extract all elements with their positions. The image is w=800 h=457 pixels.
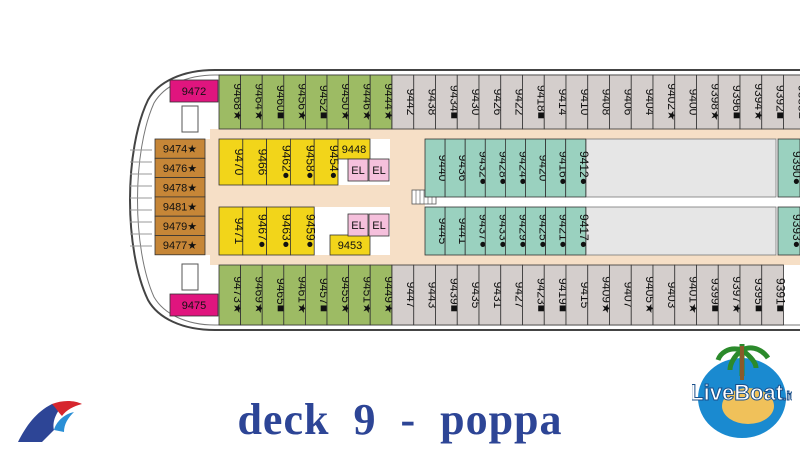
cabin-number: 9417● — [577, 214, 591, 248]
elevator-label: EL — [372, 220, 385, 232]
cabin-number: 9453 — [338, 240, 362, 252]
corner-cabins: 9472 9475 — [169, 79, 219, 317]
cabin-number: 9471 — [232, 218, 246, 245]
svg-text:LiveBoat.it: LiveBoat.it — [692, 380, 792, 405]
cabin-number: 9412● — [577, 151, 591, 185]
elevator — [347, 213, 369, 237]
elevators: EL EL EL EL — [347, 158, 390, 237]
cabin-number: 9388■ — [795, 85, 800, 119]
hull-outline — [129, 69, 800, 331]
corner-cabin[interactable] — [169, 293, 219, 317]
cabin-number: 9479★ — [163, 221, 197, 233]
corner-cabin[interactable] — [169, 79, 219, 103]
aft-corridor — [205, 139, 219, 255]
cabin-number: 9393● — [790, 214, 800, 248]
cabin-number: 9474★ — [163, 144, 197, 156]
cabin-number: 9470 — [232, 149, 246, 176]
liveboat-logo: LiveBoat.it — [692, 344, 792, 438]
cabin-number: 9472 — [182, 86, 206, 98]
cabin-number: 9478★ — [163, 182, 197, 194]
interior-cabin[interactable] — [777, 138, 800, 198]
elevator — [368, 158, 390, 182]
cabin-number: 9476★ — [163, 163, 197, 175]
cabin-number: 9391■ — [774, 278, 788, 312]
lower-corridor — [210, 255, 800, 265]
elevator — [347, 158, 369, 182]
elevator-label: EL — [351, 220, 364, 232]
mid-corridor — [219, 185, 390, 207]
logo-suffix: .it — [783, 389, 792, 403]
interior-cabin[interactable] — [313, 138, 339, 186]
cabin-number: 9477★ — [163, 240, 197, 252]
cabin-number: 9458● — [303, 145, 317, 179]
cabin-number: 9390● — [790, 151, 800, 185]
balcony-stateroom-cabin[interactable] — [761, 264, 784, 326]
interior-cabin[interactable] — [289, 206, 315, 256]
interior-cabin[interactable] — [777, 206, 800, 256]
carnival-funnel-logo — [18, 401, 82, 442]
interior-cabin[interactable] — [565, 206, 587, 256]
hull-stripes — [130, 149, 152, 247]
cabin-number: 9481★ — [163, 202, 197, 214]
service-area-upper — [585, 138, 777, 198]
balcony-stateroom-cabin[interactable] — [783, 74, 800, 130]
elevator — [368, 213, 390, 237]
aft-deck-box — [181, 263, 199, 291]
cabin-number: 9475 — [182, 300, 206, 312]
interior-cabin[interactable] — [565, 138, 587, 198]
service-area-lower — [585, 206, 777, 256]
aft-deck-box — [181, 105, 199, 133]
aft-suites: 9474★ 9476★ 9478★ 9481★ 9479★ 9477★ — [154, 138, 206, 256]
elevator-label: EL — [351, 165, 364, 177]
bottom-balcony-suites: 9473★9469★9465■9461★9457■9455★9451★9449★ — [218, 264, 396, 326]
cabin-number: 9448 — [342, 144, 366, 156]
logo-brand: LiveBoat — [692, 380, 784, 405]
upper-corridor — [210, 129, 800, 139]
top-balcony-suites: 9468★9464★9460■9456★9452■9450★9446★9444★ — [218, 74, 396, 130]
aft-suite-cabin[interactable] — [154, 235, 206, 256]
cabin-number: 9459● — [303, 214, 317, 248]
deck-title: deck 9 - poppa — [237, 395, 563, 444]
elevator-label: EL — [372, 165, 385, 177]
